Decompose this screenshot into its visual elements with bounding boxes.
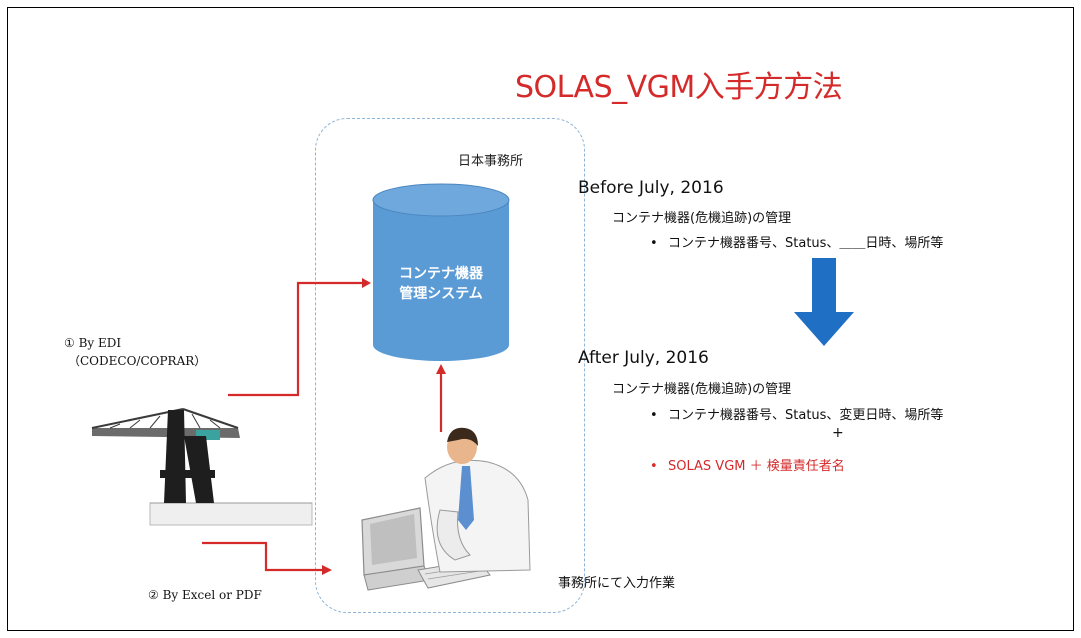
japan-office-boundary [315, 118, 585, 613]
before-heading: Before July, 2016 [578, 178, 724, 198]
office-worker-icon [361, 427, 531, 591]
after-bullet-1: • コンテナ機器番号、Status、変更日時、場所等 [650, 404, 943, 423]
database-label-line1: コンテナ機器 [399, 266, 483, 282]
before-bullet: • コンテナ機器番号、Status、＿＿日時、場所等 [650, 232, 943, 251]
edi-format-label: （CODECO/COPRAR） [68, 354, 207, 368]
bullet-mark: • [650, 236, 658, 251]
office-input-work-label: 事務所にて入力作業 [558, 576, 676, 591]
edi-arrowhead [362, 278, 371, 288]
after-bullet-2-text: SOLAS VGM ＋ 検量責任者名 [668, 459, 845, 474]
bullet-mark: • [650, 459, 658, 474]
crane-icon [91, 408, 313, 526]
after-subheading: コンテナ機器(危機追跡)の管理 [612, 382, 792, 397]
database-label: コンテナ機器 管理システム [385, 264, 497, 304]
edi-label: ① By EDI [64, 336, 122, 350]
down-arrow-icon [794, 258, 854, 346]
after-bullet-1-text: コンテナ機器番号、Status、変更日時、場所等 [668, 408, 944, 423]
database-label-line2: 管理システム [399, 286, 483, 302]
before-bullet-text: コンテナ機器番号、Status、＿＿日時、場所等 [668, 236, 944, 251]
worker-arrowhead [436, 364, 446, 374]
diagram-title: SOLAS_VGM入手方方法 [515, 70, 843, 105]
japan-office-label: 日本事務所 [458, 154, 524, 169]
excel-pdf-label: ② By Excel or PDF [148, 588, 262, 602]
diagram-frame [7, 7, 1074, 631]
before-subheading: コンテナ機器(危機追跡)の管理 [612, 211, 792, 226]
after-heading: After July, 2016 [578, 348, 709, 368]
excel-arrowhead [322, 565, 332, 575]
after-bullet-2: • SOLAS VGM ＋ 検量責任者名 [650, 455, 845, 474]
excel-arrow [202, 541, 323, 572]
database-icon [372, 183, 510, 361]
after-plus-sign: + [832, 425, 844, 441]
bullet-mark: • [650, 408, 658, 423]
edi-arrow [228, 281, 363, 397]
